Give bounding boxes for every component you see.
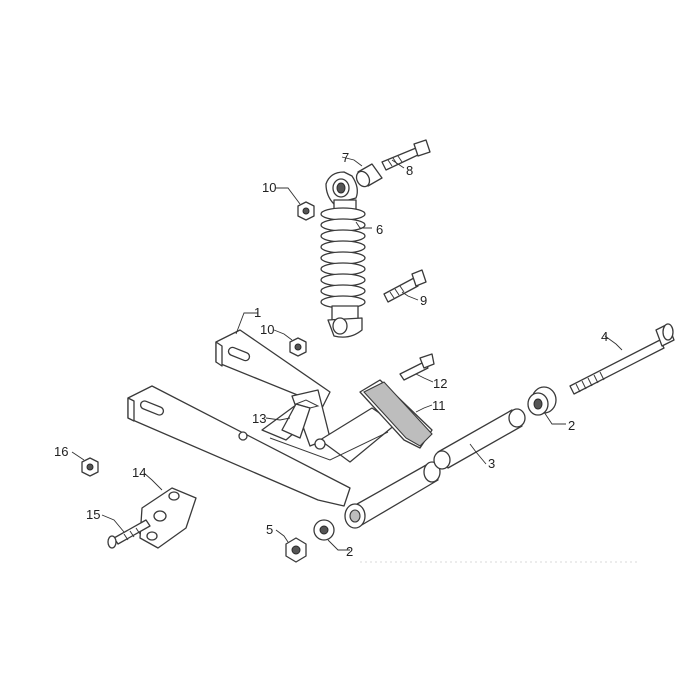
bolt-15 [107, 519, 151, 549]
spring-coil [320, 207, 366, 221]
spring-coil [320, 229, 366, 243]
bushing-2-lower [313, 519, 335, 541]
callout-1: 1 [254, 305, 261, 320]
callout-12: 12 [433, 376, 447, 391]
spring-coil [320, 273, 366, 287]
callout-labels: 1 2 2 3 4 5 6 7 8 9 10 10 11 12 13 14 15… [54, 150, 608, 559]
bolt-8 [381, 139, 431, 171]
callout-13: 13 [252, 411, 266, 426]
spring-coil [320, 251, 366, 265]
bushing-2-right [527, 386, 557, 416]
shock-absorber [320, 171, 366, 338]
callout-4: 4 [601, 329, 608, 344]
callout-2-lower: 2 [346, 544, 353, 559]
nut-16 [81, 457, 99, 477]
nut-10-lower [289, 337, 307, 357]
spring-coil [320, 262, 366, 276]
nut-5 [285, 537, 307, 563]
callout-7: 7 [342, 150, 349, 165]
axle-bolt-4 [569, 323, 675, 395]
bolt-9 [383, 269, 427, 303]
spring-coil [320, 240, 366, 254]
bracket-14 [139, 487, 197, 549]
callout-2-right: 2 [568, 418, 575, 433]
callout-6: 6 [376, 222, 383, 237]
callout-11: 11 [432, 398, 446, 413]
callout-14: 14 [132, 465, 146, 480]
callout-9: 9 [420, 293, 427, 308]
callout-8: 8 [406, 163, 413, 178]
chain-slider-11 [363, 381, 433, 447]
callout-15: 15 [86, 507, 100, 522]
spacer-tube-3 [433, 408, 526, 470]
callout-16: 16 [54, 444, 68, 459]
bracket-13 [281, 399, 320, 439]
callout-10-upper: 10 [262, 180, 276, 195]
spring-coil [320, 284, 366, 298]
nut-10-upper [297, 201, 315, 221]
bolt-12 [399, 353, 435, 381]
sleeve-7 [355, 163, 383, 188]
callout-5: 5 [266, 522, 273, 537]
leader-lines [71, 156, 623, 551]
callout-3: 3 [488, 456, 495, 471]
callout-10-lower: 10 [260, 322, 274, 337]
